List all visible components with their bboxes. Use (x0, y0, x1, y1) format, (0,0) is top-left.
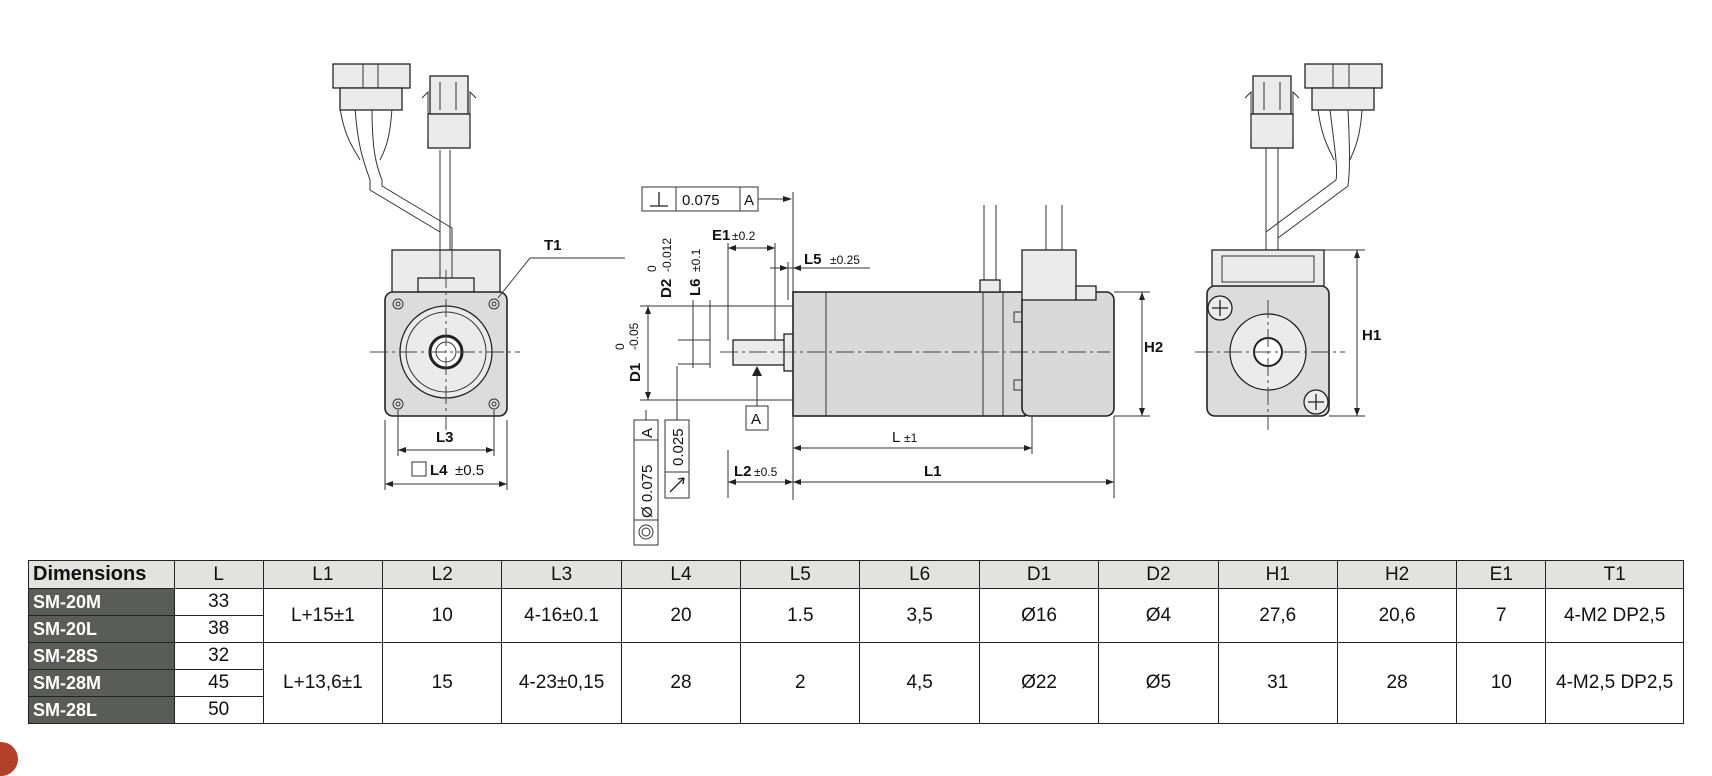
table-row: SM-28S 32 L+13,6±1 15 4-23±0,15 28 2 4,5… (28, 642, 1684, 724)
cell-l: 50 (173, 696, 264, 724)
cell-h2: 20,6 (1336, 588, 1458, 643)
label-d1-tol-lower: -0.05 (627, 322, 641, 350)
cell-l4: 28 (620, 642, 742, 724)
label-perp-datum: A (744, 192, 754, 209)
label-h2: H2 (1144, 339, 1163, 356)
col-header: L2 (382, 560, 503, 589)
label-d2-tol-lower: -0.012 (660, 238, 674, 272)
cell-d1: Ø22 (978, 642, 1100, 724)
model-name: SM-28S (28, 642, 175, 670)
label-perp-value: 0.075 (682, 192, 720, 209)
cell-l3: 4-23±0,15 (501, 642, 622, 724)
label-conc-datum: A (639, 428, 656, 438)
cell-d1: Ø16 (978, 588, 1100, 643)
label-l2-tol: ±0.5 (754, 465, 778, 479)
table-row: SM-20M 33 L+15±1 10 4-16±0.1 20 1.5 3,5 … (28, 588, 1684, 643)
cell-d2: Ø5 (1098, 642, 1219, 724)
cell-e1: 10 (1456, 642, 1547, 724)
col-header: T1 (1545, 560, 1684, 589)
cell-l5: 1.5 (740, 588, 861, 643)
cell-h2: 28 (1336, 642, 1458, 724)
cell-l2: 10 (382, 588, 503, 643)
label-conc-value: Ø 0.075 (639, 465, 656, 518)
rear-view: H1 (1195, 63, 1383, 430)
cell-h1: 31 (1217, 642, 1338, 724)
cell-l1: L+13,6±1 (262, 642, 384, 724)
table-row: SM-20L 38 (28, 615, 1684, 643)
col-header: H1 (1217, 560, 1338, 589)
label-d1-tol-upper: 0 (613, 343, 627, 350)
col-header: L3 (501, 560, 622, 589)
label-e1: E1 (712, 227, 730, 244)
label-l5-tol: ±0.25 (830, 253, 860, 267)
label-d2-tol-upper: 0 (645, 265, 659, 272)
label-t1: T1 (544, 237, 562, 254)
label-l2: L2 (734, 463, 752, 480)
table-header-row: Dimensions L L1 L2 L3 L4 L5 L6 D1 D2 H1 … (28, 560, 1684, 589)
col-header: D1 (978, 560, 1100, 589)
cell-l: 32 (173, 642, 264, 670)
corner-decoration (0, 742, 18, 776)
cell-l1: L+15±1 (262, 588, 384, 643)
connector-icon (332, 63, 411, 89)
label-l5: L5 (804, 251, 822, 268)
label-h1: H1 (1362, 327, 1381, 344)
label-l: L (892, 429, 900, 446)
cell-l6: 3,5 (859, 588, 980, 643)
col-header: D2 (1098, 560, 1219, 589)
motor-body (792, 291, 1026, 417)
col-header: Dimensions (28, 560, 175, 589)
cell-l: 38 (173, 615, 264, 643)
cell-l3: 4-16±0.1 (501, 588, 622, 643)
col-header: H2 (1336, 560, 1458, 589)
model-name: SM-28M (28, 669, 175, 697)
label-l6: L6 (687, 278, 704, 296)
label-l3: L3 (436, 429, 454, 446)
label-e1-tol: ±0.2 (732, 229, 756, 243)
label-d1: D1 (627, 363, 644, 382)
connector-icon (429, 75, 469, 115)
front-view: T1 L3 L4 ±0.5 (332, 63, 625, 490)
cell-e1: 7 (1456, 588, 1547, 643)
label-d2: D2 (658, 279, 675, 298)
cell-l5: 2 (740, 642, 861, 724)
table-row: SM-28L 50 (28, 696, 1684, 724)
label-runout-value: 0.025 (670, 428, 687, 466)
label-datum-a: A (751, 411, 761, 428)
model-name: SM-20L (28, 615, 175, 643)
cell-l6: 4,5 (859, 642, 980, 724)
cell-h1: 27,6 (1217, 588, 1338, 643)
side-view: 0.075 A E1 ±0.2 L5 ±0.25 D2 0 -0.012 L6 (613, 186, 1163, 546)
model-name: SM-28L (28, 696, 175, 724)
connector-icon (1252, 75, 1292, 115)
motor-dimension-drawing: T1 L3 L4 ±0.5 0.075 A E1 ±0.2 (332, 63, 1383, 546)
cell-l: 45 (173, 669, 264, 697)
label-l1: L1 (924, 463, 942, 480)
label-l6-tol: ±0.1 (689, 248, 703, 272)
cell-d2: Ø4 (1098, 588, 1219, 643)
col-header: L4 (620, 560, 742, 589)
table-row: SM-28M 45 (28, 669, 1684, 697)
col-header: L6 (859, 560, 980, 589)
model-name: SM-20M (28, 588, 175, 616)
label-l4-tol: ±0.5 (455, 462, 484, 479)
col-header: L5 (740, 560, 861, 589)
col-header: L1 (262, 560, 384, 589)
label-l-tol: ±1 (904, 431, 918, 445)
col-header: L (173, 560, 264, 589)
cell-l2: 15 (382, 642, 503, 724)
cell-l4: 20 (620, 588, 742, 643)
cell-l: 33 (173, 588, 264, 616)
label-l4: L4 (430, 462, 448, 479)
connector-icon (1304, 63, 1383, 89)
dimensions-table: Dimensions L L1 L2 L3 L4 L5 L6 D1 D2 H1 … (28, 560, 1684, 724)
col-header: E1 (1456, 560, 1547, 589)
cell-t1: 4-M2,5 DP2,5 (1545, 642, 1684, 724)
cell-t1: 4-M2 DP2,5 (1545, 588, 1684, 643)
